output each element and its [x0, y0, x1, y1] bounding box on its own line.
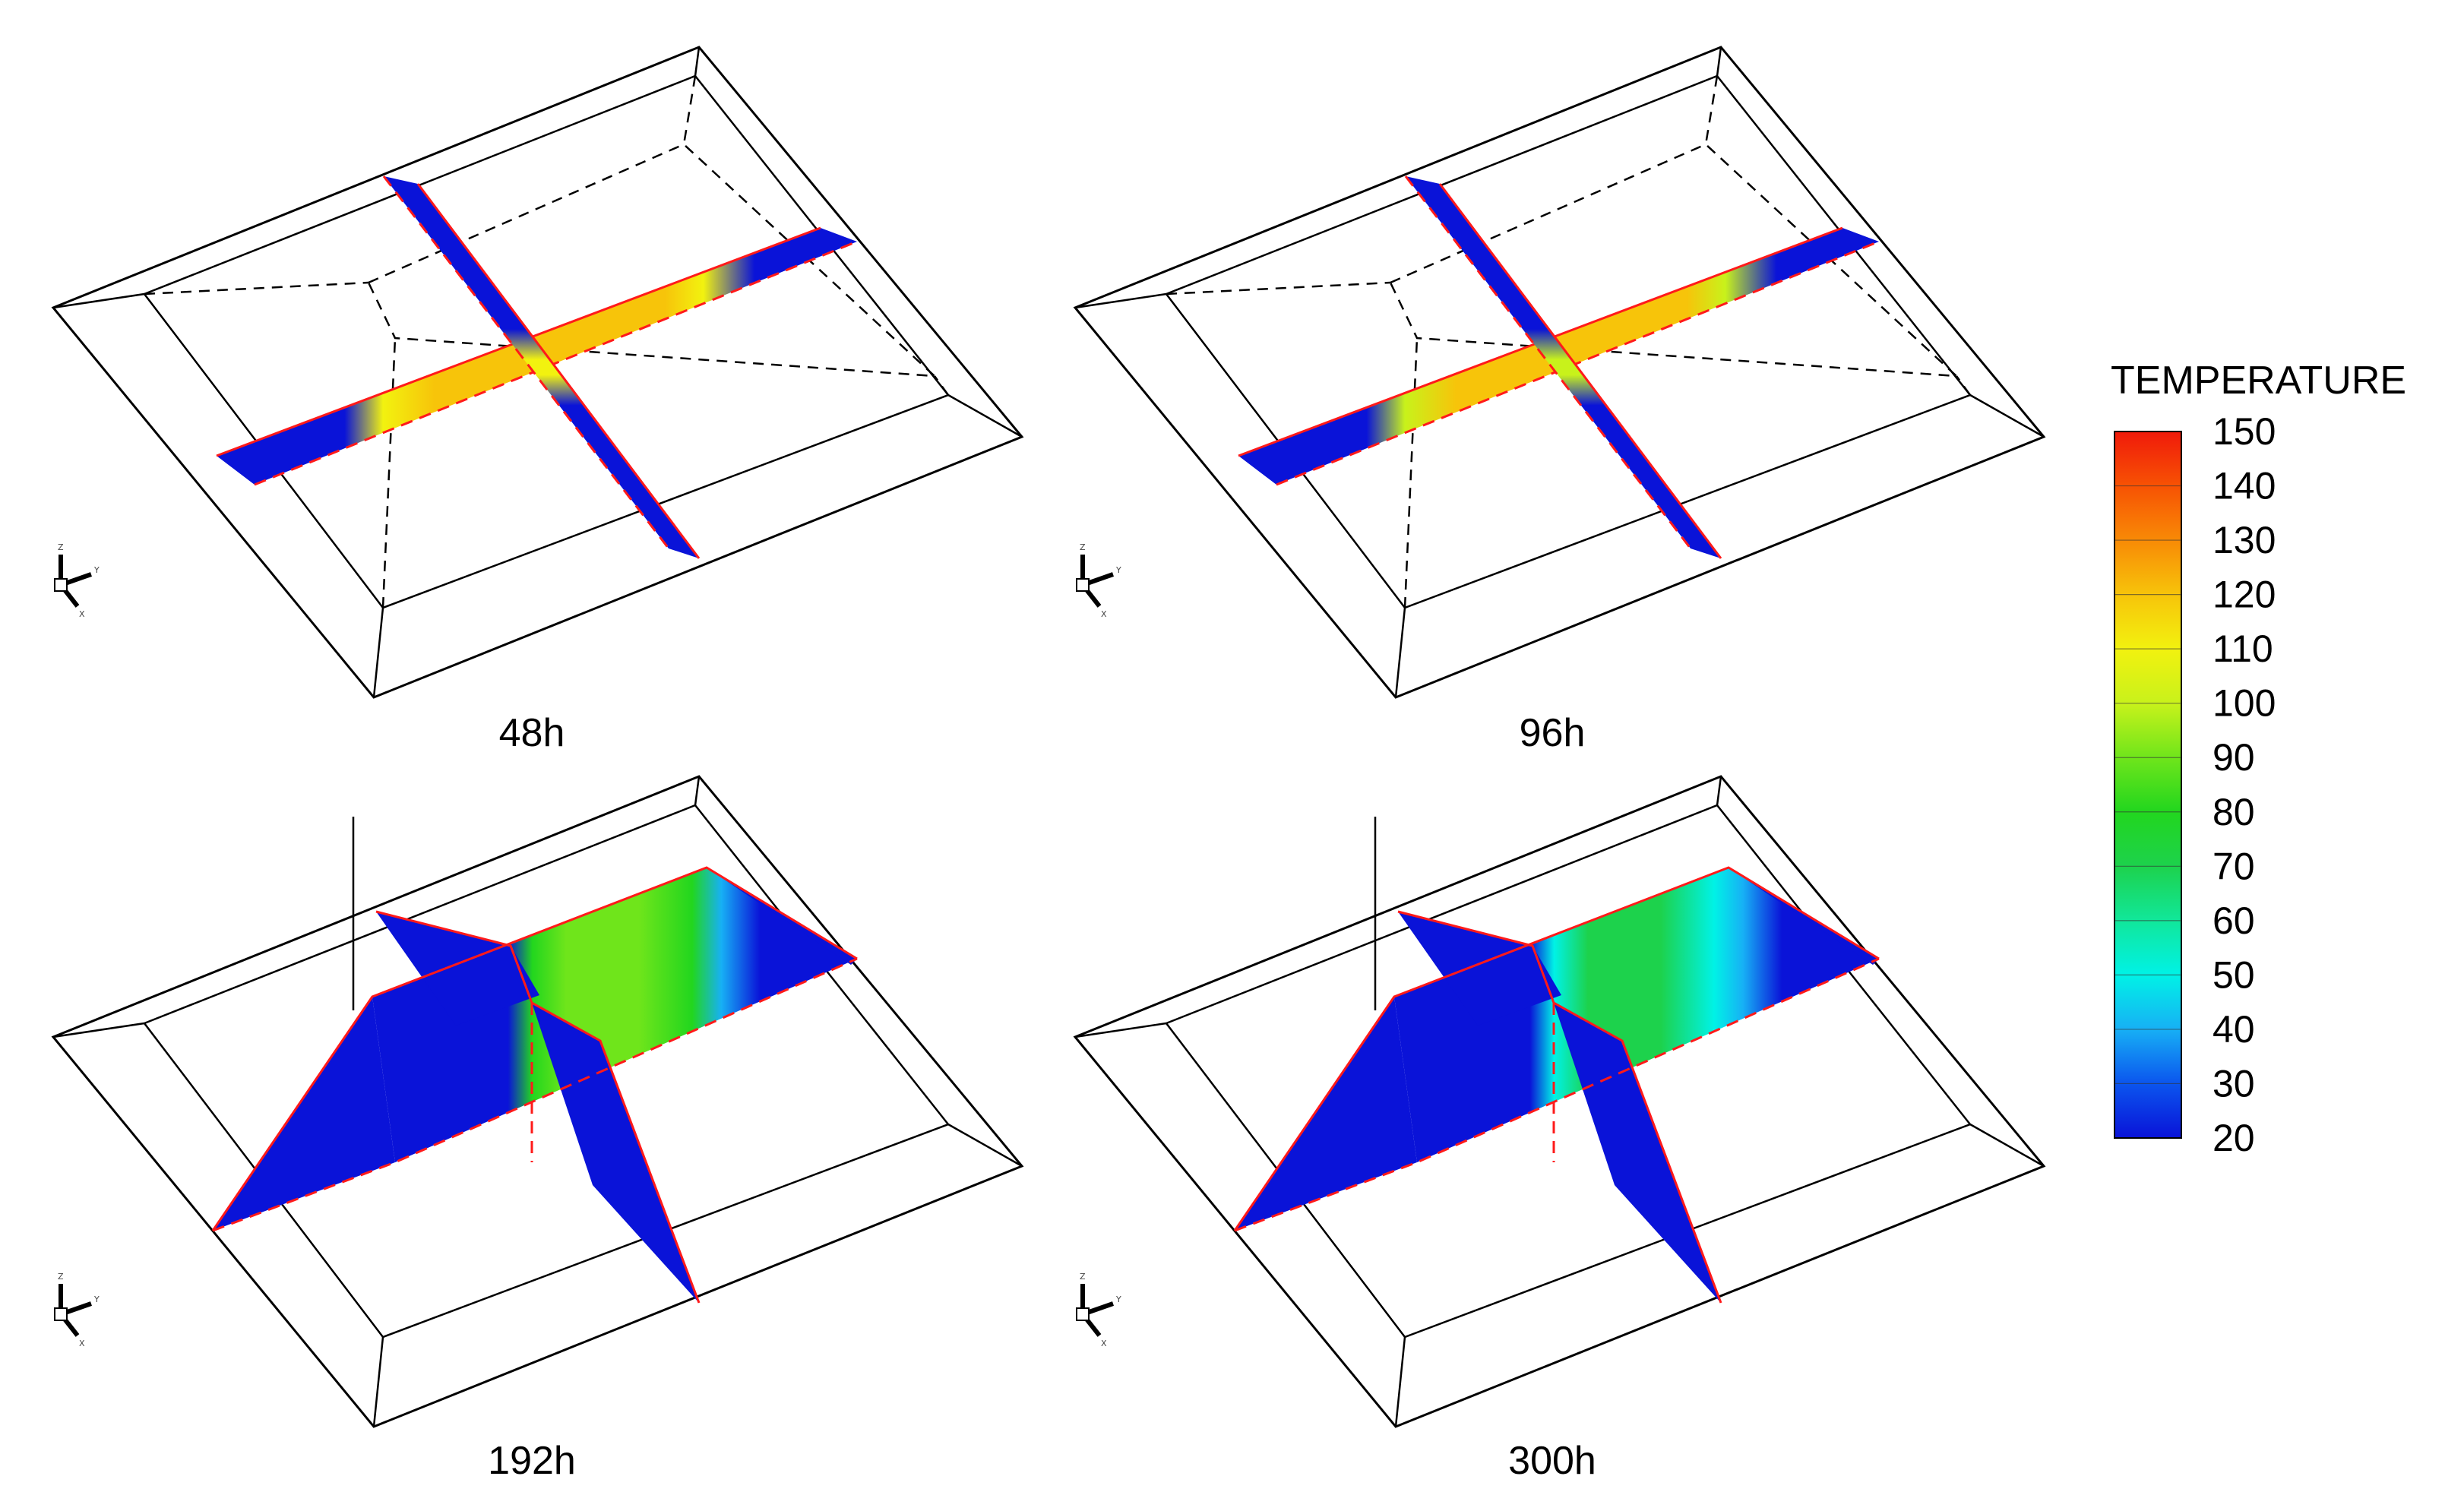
- temperature-cross-front: [532, 1003, 699, 1303]
- panel-label-96h: 96h: [1520, 711, 1586, 755]
- frame-edge: [372, 1336, 384, 1427]
- legend-tick-90: 90: [2213, 736, 2255, 779]
- frame-edge: [52, 292, 145, 309]
- temperature-wing-left: [213, 997, 395, 1231]
- legend-tick-100: 100: [2213, 682, 2276, 725]
- sheet-bottom-edge: [1234, 957, 1880, 1232]
- legend-tick-30: 30: [2213, 1062, 2255, 1105]
- legend-tick-50: 50: [2213, 953, 2255, 996]
- frame-edge: [1716, 46, 1722, 77]
- temperature-sheet: [1394, 868, 1879, 1162]
- axis-y-label: Y: [93, 565, 100, 575]
- axis-triad: Z Y X: [54, 542, 100, 619]
- hidden-edge: [367, 143, 938, 378]
- frame-edge: [1716, 776, 1722, 806]
- frame-edge: [1969, 394, 2045, 438]
- frame-edge: [947, 394, 1023, 438]
- temperature-cross-front: [1554, 1003, 1721, 1303]
- temperature-wing-right: [707, 868, 857, 965]
- frame-edge: [1074, 292, 1167, 309]
- cross-edge: [416, 183, 701, 559]
- legend-tick-60: 60: [2213, 899, 2255, 942]
- frame-edge: [947, 1123, 1023, 1168]
- temperature-strip-cross: [1406, 176, 1721, 558]
- hidden-edge: [1166, 281, 1391, 296]
- legend-tick-40: 40: [2213, 1008, 2255, 1051]
- panel-192h: Z Y X: [51, 775, 1024, 1428]
- axis-origin-cube: [54, 578, 68, 592]
- axis-origin-cube: [1076, 578, 1090, 592]
- panel-48h: Z Y X: [51, 46, 1024, 699]
- axis-y-label: Y: [93, 1294, 100, 1304]
- sheet-bottom-edge: [212, 957, 858, 1232]
- hidden-edge: [1955, 375, 1972, 396]
- axis-x-label: X: [79, 609, 85, 619]
- legend-tick-140: 140: [2213, 465, 2276, 507]
- hidden-edge: [144, 281, 369, 296]
- axis-y-label: Y: [1115, 1294, 1121, 1304]
- frame-edge: [1394, 1336, 1406, 1427]
- panel-label-48h: 48h: [499, 711, 565, 755]
- legend-colorbar: [2114, 431, 2182, 1139]
- legend-tick-70: 70: [2213, 845, 2255, 887]
- axis-triad: Z Y X: [1076, 1272, 1121, 1348]
- legend-tick-80: 80: [2213, 791, 2255, 833]
- sheet-top-edge: [211, 866, 858, 1231]
- frame-edge: [1394, 607, 1406, 698]
- strip-bottom-edge: [254, 240, 858, 486]
- sheet-top-edge: [1233, 866, 1880, 1231]
- temperature-wing-left: [1235, 997, 1417, 1231]
- frame-edge: [52, 1022, 145, 1038]
- panel-300h: Z Y X: [1073, 775, 2046, 1428]
- legend-title: TEMPERATURE: [2111, 359, 2406, 403]
- frame-edge: [694, 46, 701, 77]
- panel-96h: Z Y X: [1073, 46, 2046, 699]
- hidden-edge: [1704, 75, 1719, 145]
- axis-x-label: X: [79, 1339, 85, 1348]
- axis-origin-cube: [1076, 1307, 1090, 1321]
- axis-x-label: X: [1101, 609, 1107, 619]
- axis-z-label: Z: [58, 1272, 64, 1282]
- panel-label-192h: 192h: [488, 1439, 576, 1483]
- cross-edge: [1438, 183, 1722, 559]
- temperature-cross-back: [376, 912, 539, 1026]
- axis-z-label: Z: [1080, 1272, 1086, 1282]
- legend-tick-110: 110: [2213, 627, 2273, 670]
- temperature-wing-right: [1729, 868, 1879, 965]
- hidden-edge: [381, 337, 397, 608]
- temperature-sheet: [372, 868, 857, 1162]
- panel-label-300h: 300h: [1508, 1439, 1596, 1483]
- hidden-edge: [1389, 143, 1959, 378]
- hidden-edge: [933, 375, 950, 396]
- axis-triad: Z Y X: [1076, 542, 1121, 619]
- frame-edge: [372, 607, 384, 698]
- axis-y-label: Y: [1115, 565, 1121, 575]
- legend-tick-130: 130: [2213, 519, 2276, 561]
- hidden-edge: [1403, 337, 1419, 608]
- axis-origin-cube: [54, 1307, 68, 1321]
- legend-ticks: 150 140 130 120 110 100 90 80 70 60 50 40 30 20: [2114, 410, 2276, 1159]
- temperature-strip-cross: [384, 176, 699, 558]
- legend-tick-120: 120: [2213, 574, 2276, 616]
- outer-frame: [51, 775, 1024, 1428]
- temperature-cross-back: [1398, 912, 1561, 1026]
- hidden-edge: [682, 75, 697, 145]
- frame-edge: [1969, 1123, 2045, 1168]
- axis-x-label: X: [1101, 1339, 1107, 1348]
- temperature-legend: TEMPERATURE 150 140 130 120 110 100 90 80 70 60 50…: [2111, 359, 2406, 1159]
- outer-frame: [1073, 775, 2046, 1428]
- axis-z-label: Z: [1080, 542, 1086, 552]
- frame-edge: [694, 776, 701, 806]
- axis-z-label: Z: [58, 542, 64, 552]
- axis-triad: Z Y X: [54, 1272, 100, 1348]
- strip-bottom-edge: [1276, 240, 1880, 486]
- legend-tick-20: 20: [2213, 1117, 2255, 1159]
- frame-edge: [1074, 1022, 1167, 1038]
- legend-tick-150: 150: [2213, 410, 2276, 453]
